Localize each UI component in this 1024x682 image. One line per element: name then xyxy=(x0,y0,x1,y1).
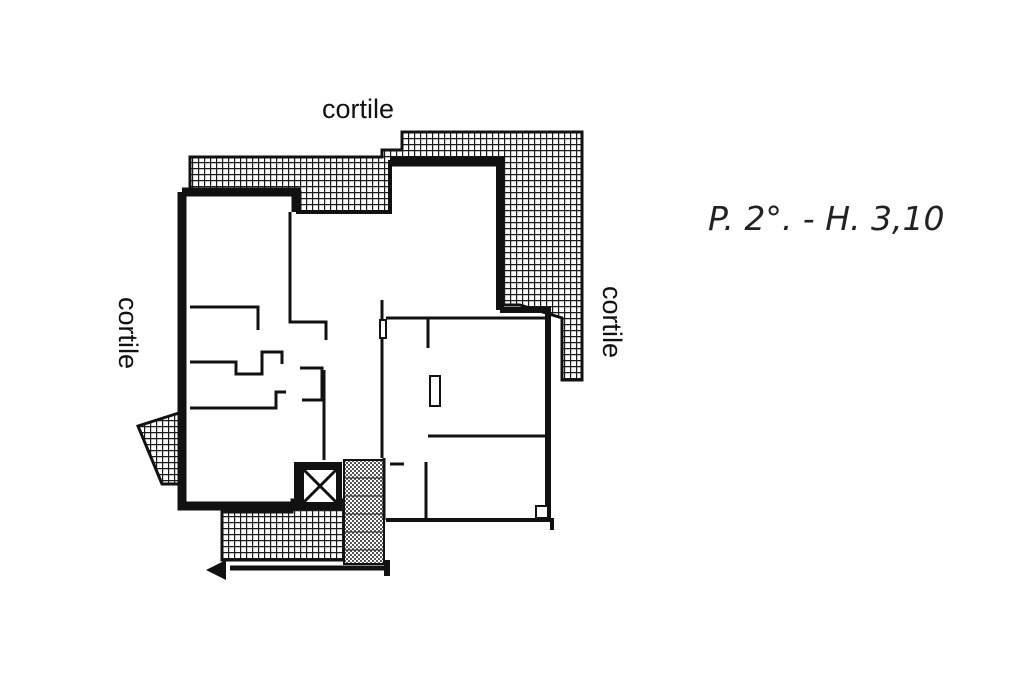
courtyard-label-left: cortile xyxy=(113,297,143,369)
courtyard-label-right: cortile xyxy=(597,286,627,358)
terrace-left xyxy=(135,409,184,486)
stair-area xyxy=(343,459,385,565)
stair-steps xyxy=(344,477,384,551)
terrace-top xyxy=(188,130,584,382)
exterior-walls xyxy=(177,156,554,530)
courtyard-label-top: cortile xyxy=(322,94,394,124)
level-height-label: P. 2°. - H. 3,10 xyxy=(708,199,944,238)
entrance-arrow-icon xyxy=(206,560,390,580)
fixtures xyxy=(379,319,549,519)
elevator-shaft xyxy=(294,462,342,510)
